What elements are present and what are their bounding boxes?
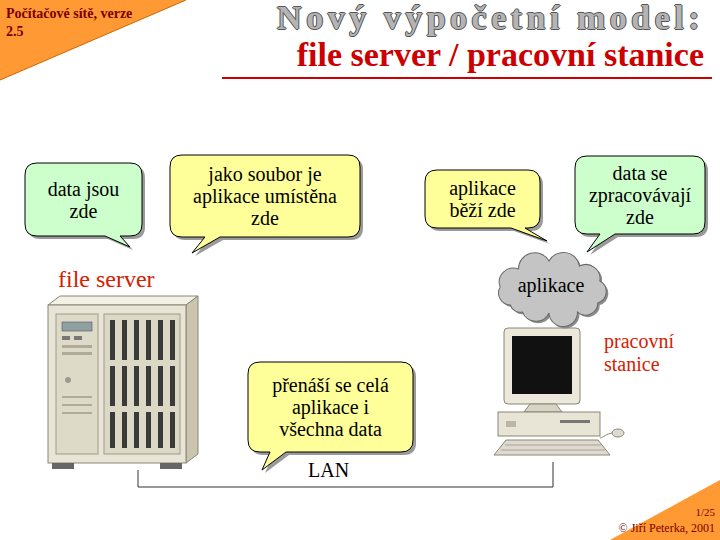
title-rule <box>222 77 712 79</box>
file-server-icon <box>48 296 198 469</box>
callout-bubble: přenáší se celá aplikace i všechna data <box>248 362 413 452</box>
node-body: 1/25© Jiří Peterka, 2001 <box>540 480 720 540</box>
node-body: jako soubor je aplikace umístěna zde <box>170 155 360 237</box>
node-body: aplikace běží zde <box>425 170 540 228</box>
node-text: aplikace běží zde <box>435 177 530 221</box>
node-text: data se zpracovávají zde <box>585 162 695 228</box>
node-body: data jsou zde <box>25 163 142 236</box>
node-body: data se zpracovávají zde <box>575 156 705 234</box>
node-text: jako soubor je aplikace umístěna zde <box>180 163 350 229</box>
corner-fill <box>610 480 720 540</box>
callout-fill <box>425 170 547 241</box>
callout-fill <box>248 362 413 470</box>
network-label: LAN <box>308 459 349 482</box>
node-text: data jsou zde <box>35 178 132 222</box>
callout-bubble: jako soubor je aplikace umístěna zde <box>170 155 360 237</box>
device-label: pracovní stanice <box>604 330 704 376</box>
node-body: Počítačové sítě, verze 2.5 <box>0 0 186 80</box>
callout-bubble: data jsou zde <box>25 163 142 236</box>
node-text: přenáší se celá aplikace i všechna data <box>258 374 403 440</box>
callout-fill <box>25 163 142 247</box>
node-body: přenáší se celá aplikace i všechna data <box>248 362 413 452</box>
device-label: file server <box>58 266 155 294</box>
cloud-fill <box>499 252 607 326</box>
callout-fill <box>575 156 705 252</box>
node-text: © Jiří Peterka, 2001 <box>619 520 715 536</box>
node-text: 1/25 <box>695 505 715 520</box>
node-text: aplikace <box>518 274 585 296</box>
slide-title: Nový výpočetní model: file server / prac… <box>204 0 704 73</box>
node-text: Počítačové sítě, verze 2.5 <box>6 5 134 40</box>
callout-fill <box>170 155 360 253</box>
callout-bubble: aplikace běží zde <box>425 170 540 228</box>
corner-fill <box>0 0 186 80</box>
corner-edge <box>0 0 186 80</box>
callout-bubble: data se zpracovávají zde <box>575 156 705 234</box>
header-corner: Počítačové sítě, verze 2.5 <box>0 0 186 80</box>
footer-corner: 1/25© Jiří Peterka, 2001 <box>540 480 720 540</box>
node-body: aplikace <box>490 255 612 315</box>
cloud-shape: aplikace <box>490 255 612 315</box>
